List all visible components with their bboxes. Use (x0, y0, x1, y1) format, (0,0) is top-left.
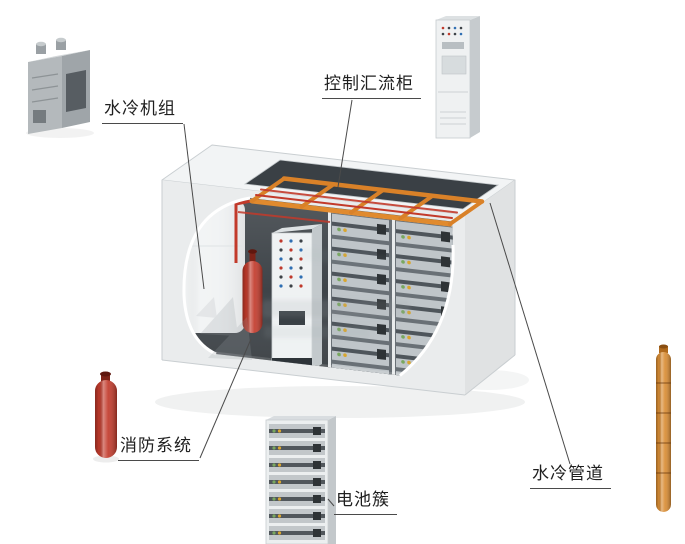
battery-rack-illustration (265, 416, 336, 544)
storage-container-illustration (161, 144, 516, 396)
label-control-combiner-cabinet: 控制汇流柜 (322, 74, 421, 100)
label-water-cooling-unit: 水冷机组 (102, 99, 183, 125)
label-fire-protection-system: 消防系统 (118, 436, 199, 462)
interior-fire-pipe (234, 199, 252, 263)
roof-cooling-pipe (255, 194, 453, 219)
watermark (196, 247, 410, 360)
leader-chiller (183, 123, 205, 290)
chiller-unit-illustration (26, 37, 94, 138)
leader-fire-system (199, 338, 252, 459)
label-water-cooling-pipe: 水冷管道 (530, 464, 611, 490)
leader-lines (183, 99, 571, 507)
container-edges (161, 180, 516, 396)
leader-cooling-pipe (489, 202, 571, 465)
fire-extinguisher-illustration (93, 371, 119, 463)
interior-control-cabinet (271, 224, 322, 371)
control-cabinet-illustration (435, 16, 480, 139)
leader-control-cabinet (337, 99, 353, 188)
interior-fire-tank (242, 249, 263, 333)
roof-frame (249, 176, 485, 227)
leader-battery-cluster (327, 498, 335, 507)
label-battery-cluster: 电池簇 (334, 490, 397, 516)
cooling-pipe-illustration (656, 344, 671, 512)
